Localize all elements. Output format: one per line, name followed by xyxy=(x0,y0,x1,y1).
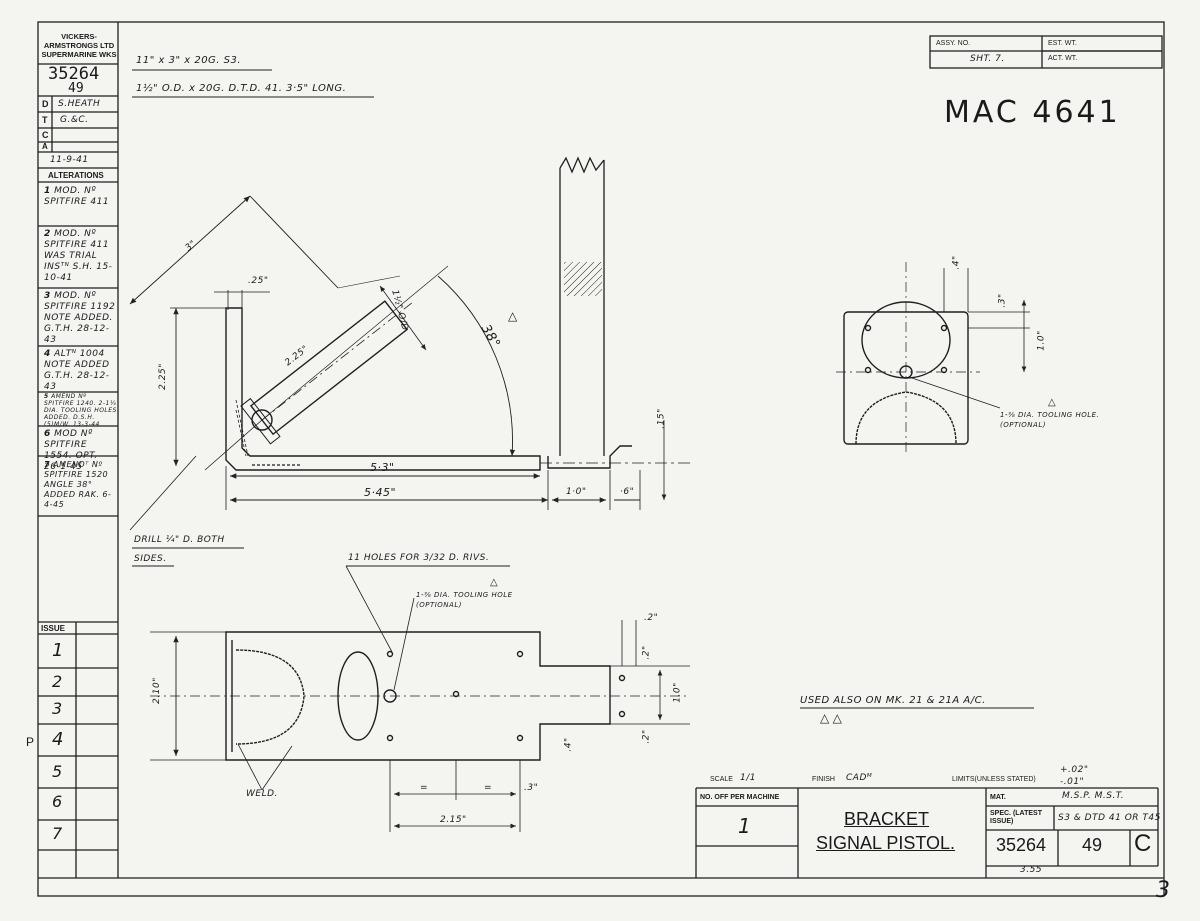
c-label: C xyxy=(42,130,49,140)
issue-2: 2 xyxy=(52,672,63,691)
drill-note-line2: SIDES. xyxy=(134,554,167,564)
scale-label: SCALE xyxy=(710,776,733,783)
company-name: VICKERS-ARMSTRONGS LTD SUPERMARINE WKS xyxy=(41,32,117,59)
dim-2-25-vert: 2.25" xyxy=(157,363,168,390)
limits-minus: -.01" xyxy=(1060,777,1085,787)
no-off-label: NO. OFF PER MACHINE xyxy=(700,794,780,801)
issue-header: ISSUE xyxy=(41,624,66,633)
amendment-triangles-d: △ △ xyxy=(820,711,842,725)
drawing-date: 11-9-41 xyxy=(50,155,89,165)
used-also-note: USED ALSO ON MK. 21 & 21A A/C. xyxy=(800,695,986,706)
dim-eq-1: = xyxy=(420,783,429,793)
sheet-border xyxy=(37,21,1165,897)
part-number-left: 49 xyxy=(68,81,84,96)
mat-value: M.S.P. M.S.T. xyxy=(1062,791,1125,801)
tooling-hole-bottom: 1-⅜ DIA. TOOLING HOLE (OPTIONAL) xyxy=(416,591,513,609)
a-label: A xyxy=(42,142,48,151)
drawing-number-left: 35264 xyxy=(48,64,100,84)
drawn-by: S.HEATH xyxy=(58,99,101,109)
alteration-5: 5 AMEND Nº SPITFIRE 1240. 2-1¼ DIA. TOOL… xyxy=(44,393,117,428)
dim-2c: .2" xyxy=(641,729,652,744)
mat-label: MAT. xyxy=(990,794,1006,801)
amendment-triangle-a: △ xyxy=(508,309,518,323)
dim-1-0c: 1.0" xyxy=(672,682,683,703)
traced-by: G.&C. xyxy=(60,115,89,125)
limits-plus: +.02" xyxy=(1060,765,1089,775)
weld-note: WELD. xyxy=(246,789,278,799)
alteration-7: 7 AMENDᵀ Nº SPITFIRE 1520 ANGLE 38° ADDE… xyxy=(44,460,112,509)
t-label: T xyxy=(42,115,48,125)
dim-eq-2: = xyxy=(484,783,493,793)
issue-4: 4 xyxy=(52,729,64,750)
dim-3c: .3" xyxy=(524,783,539,793)
tooling-hole-right: 1-⅜ DIA. TOOLING HOLE. (OPTIONAL) xyxy=(1000,411,1100,429)
drawing-number-bottom: 35264 xyxy=(996,835,1047,855)
alterations-header: ALTERATIONS xyxy=(48,171,104,180)
drawing-title-line2: SIGNAL PISTOL. xyxy=(816,833,956,853)
alteration-4: 4 ALTᴺ 1004 NOTE ADDED G.T.H. 28-12-43 xyxy=(44,349,110,392)
drill-note-line1: DRILL ¼" D. BOTH xyxy=(134,535,225,545)
issue-6: 6 xyxy=(52,792,63,811)
no-off-value: 1 xyxy=(738,814,752,838)
rivet-holes-note: 11 HOLES FOR 3/32 D. RIVS. xyxy=(348,553,490,563)
dim-6: ·6" xyxy=(620,487,635,497)
alteration-3: 3 MOD. Nº SPITFIRE 1192 NOTE ADDED. G.T.… xyxy=(44,291,116,345)
dim-1-0: 1·0" xyxy=(566,487,587,497)
part-number-bottom: 49 xyxy=(1082,835,1103,855)
dim-5-45: 5·45" xyxy=(364,486,397,499)
mac-number: MAC 4641 xyxy=(944,95,1121,130)
limits-label: LIMITS(UNLESS STATED) xyxy=(952,776,1036,783)
margin-letter: P xyxy=(26,735,35,749)
dim-5-3: 5·3" xyxy=(370,461,395,474)
scale-value: 1/1 xyxy=(740,773,756,783)
dim-4: .4" xyxy=(951,255,962,270)
spec-label: SPEC. (LATEST ISSUE) xyxy=(990,810,1042,825)
finish-label: FINISH xyxy=(812,776,835,783)
issue-3: 3 xyxy=(52,699,63,718)
spec-value: S3 & DTD 41 OR T45 xyxy=(1058,813,1161,823)
dim-3b: .3" xyxy=(997,293,1008,308)
dim-2-10: 2.10" xyxy=(151,677,162,704)
issue-7: 7 xyxy=(52,824,63,843)
dim-4b: .4" xyxy=(563,737,574,752)
dim-15: .15" xyxy=(656,408,667,429)
est-wt-label: EST. WT. xyxy=(1048,40,1077,47)
issue-1: 1 xyxy=(52,640,64,661)
d-label: D xyxy=(42,99,49,109)
dim-1-0b: 1.0" xyxy=(1036,330,1047,351)
material-note-sheet: 11" x 3" x 20G. S3. xyxy=(136,55,242,66)
alteration-2: 2 MOD. Nº SPITFIRE 411 WAS TRIAL INSᵀᴺ S… xyxy=(44,229,113,283)
alteration-1: 1 MOD. Nº SPITFIRE 411 xyxy=(44,186,110,207)
amendment-triangle-b: △ xyxy=(1048,397,1056,408)
date-note: 3.55 xyxy=(1020,865,1043,875)
dim-25: .25" xyxy=(248,276,269,286)
amendment-triangle-c: △ xyxy=(490,577,498,588)
dim-2-15: 2.15" xyxy=(440,815,467,825)
sheet-number: SHT. 7. xyxy=(970,54,1005,64)
sheet-corner-number: 3 xyxy=(1156,878,1171,903)
drawing-title-line1: BRACKET xyxy=(844,809,930,829)
dim-2b: .2" xyxy=(641,645,652,660)
finish-value: CADᴹ xyxy=(846,773,873,783)
material-note-tube: 1½" O.D. x 20G. D.T.D. 41. 3·5" LONG. xyxy=(136,83,347,94)
issue-5: 5 xyxy=(52,762,63,781)
issue-letter: C xyxy=(1134,830,1152,857)
assy-no-label: ASSY. NO. xyxy=(936,40,971,47)
act-wt-label: ACT. WT. xyxy=(1048,55,1078,62)
alteration-6: 6 MOD Nº SPITFIRE 1554. OPT. 26-1-45 xyxy=(44,429,98,472)
dim-2: .2" xyxy=(644,613,659,623)
